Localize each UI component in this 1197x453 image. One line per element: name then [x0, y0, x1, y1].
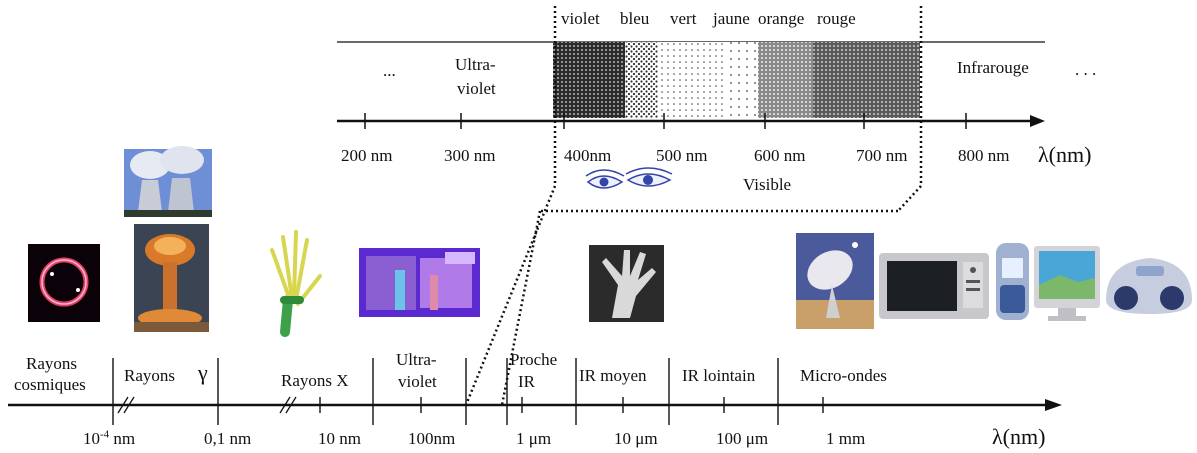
proche-ir-line2: IR: [518, 372, 535, 391]
supernova-icon: [28, 244, 100, 322]
top-axis-label: λ(nm): [1038, 142, 1092, 167]
eyes-icon: [585, 167, 673, 189]
top-tick-label: 300 nm: [444, 146, 496, 165]
band-label-orange: orange: [758, 9, 805, 28]
tick-first-unit: nm: [109, 429, 136, 448]
bottom-tick-label: 0,1 nm: [204, 429, 252, 448]
micro-ondes-label: Micro-ondes: [800, 366, 887, 385]
band-label-bleu: bleu: [620, 9, 650, 28]
band-label-vert: vert: [670, 9, 697, 28]
band-bleu: [625, 42, 658, 118]
top-right-ellipsis: . . .: [1075, 60, 1097, 79]
bottom-axis-arrow: [1045, 399, 1062, 411]
band-label-rouge: rouge: [817, 9, 856, 28]
tick-first-base: 10: [83, 429, 100, 448]
bottom-uv-line2: violet: [398, 372, 437, 391]
band-violet: [553, 42, 625, 118]
axis-break-marks: [117, 396, 297, 414]
banknote-uv-icon: [359, 248, 480, 317]
ir-lointain-label: IR lointain: [682, 366, 756, 385]
bottom-axis-label: λ(nm): [992, 424, 1046, 449]
gamma-symbol: γ: [198, 360, 208, 385]
top-axis-ticks: [364, 113, 967, 129]
rayons-gamma-label: Rayons: [124, 366, 175, 385]
microwave-oven-icon: [879, 253, 989, 319]
top-ir-label: Infrarouge: [957, 58, 1029, 77]
mushroom-cloud-icon: [134, 224, 209, 332]
band-vert: [658, 42, 726, 118]
top-tick-label: 800 nm: [958, 146, 1010, 165]
bottom-tick-first: 10-4 nm: [83, 429, 135, 448]
bottom-region-separators: [112, 358, 779, 425]
top-left-ellipsis: ...: [383, 61, 396, 80]
mobile-phone-icon: [996, 243, 1029, 320]
bottom-uv-line1: Ultra-: [396, 350, 437, 369]
bottom-axis-ticks: [319, 397, 824, 413]
radio-cd-player-icon: [1106, 258, 1192, 314]
band-label-jaune: jaune: [713, 9, 750, 28]
bottom-tick-label: 10 nm: [318, 429, 361, 448]
top-uv-label-line2: violet: [457, 79, 496, 98]
top-uv-label-line1: Ultra-: [455, 55, 496, 74]
ir-moyen-label: IR moyen: [579, 366, 647, 385]
bottom-tick-label: 10 μm: [614, 429, 658, 448]
xray-hand-icon: [270, 230, 322, 337]
visible-zoom-outline: [464, 6, 923, 406]
top-tick-label: 500 nm: [656, 146, 708, 165]
tick-first-exponent: -4: [100, 428, 110, 441]
rayons-cosmiques-line2: cosmiques: [14, 375, 86, 394]
top-tick-label: 700 nm: [856, 146, 908, 165]
band-orange: [758, 42, 813, 118]
visible-label: Visible: [743, 175, 792, 194]
top-tick-label: 200 nm: [341, 146, 393, 165]
bottom-tick-label: 1 mm: [826, 429, 866, 448]
rayons-x-label: Rayons X: [281, 371, 349, 390]
top-tick-label: 600 nm: [754, 146, 806, 165]
satellite-dish-icon: [796, 233, 874, 329]
band-rouge: [813, 42, 920, 118]
bottom-tick-label: 100 μm: [716, 429, 769, 448]
top-axis-arrow: [1030, 115, 1045, 127]
bottom-tick-label: 1 μm: [516, 429, 552, 448]
bottom-tick-label: 100nm: [408, 429, 456, 448]
monitor-icon: [1034, 246, 1100, 321]
band-label-violet: violet: [561, 9, 600, 28]
nuclear-plant-icon: [124, 146, 212, 217]
top-tick-label: 400nm: [564, 146, 612, 165]
proche-ir-line1: Proche: [510, 350, 558, 369]
rayons-cosmiques-line1: Rayons: [26, 354, 77, 373]
band-jaune: [726, 42, 758, 118]
infrared-hand-icon: [589, 245, 664, 322]
